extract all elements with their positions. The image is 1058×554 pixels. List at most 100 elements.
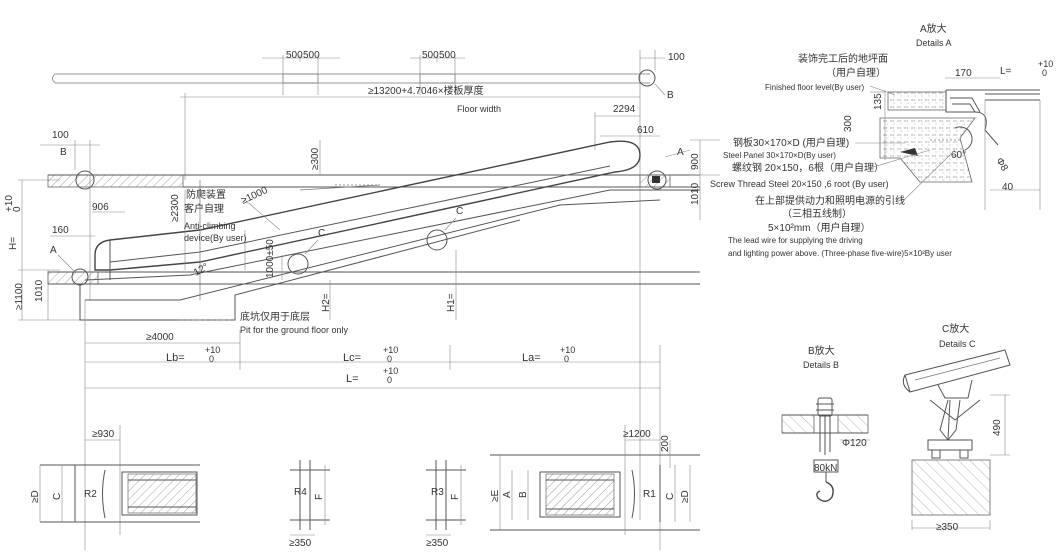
detail-a-title-en: Details A — [916, 38, 952, 48]
top-right-support — [638, 50, 666, 520]
plan-R4: R4 — [294, 487, 307, 498]
dim-2300: ≥2300 — [170, 194, 181, 222]
dim-1000pm50: 1000±50 — [265, 239, 276, 278]
tol-La-0: 0 — [564, 354, 569, 364]
tol-Lb-0: 0 — [209, 354, 214, 364]
detail-a-tol-plus10: +10 — [1038, 59, 1053, 69]
tol-L-0: 0 — [387, 375, 392, 385]
plan-D-right: ≥D — [680, 490, 691, 503]
dim-1100: ≥1100 — [14, 283, 25, 310]
marker-b-left: B — [60, 147, 67, 158]
tol-left-0: 0 — [12, 206, 23, 212]
inner-vertical-dims — [92, 140, 457, 320]
detail-a-dim-40: 40 — [1002, 182, 1014, 193]
dim-906: 906 — [92, 202, 109, 213]
detail-c-dim-350: ≥350 — [936, 522, 959, 533]
detail-b-dim-phi120: Φ120 — [842, 438, 867, 449]
plan-B: B — [518, 491, 529, 498]
detail-a-lead-cn-2: （三相五线制） — [782, 207, 852, 220]
dim-100-top: 100 — [668, 52, 685, 63]
detail-b-drawing — [781, 397, 870, 502]
plan-section-r4 — [290, 460, 330, 536]
detail-a-dim-phi8: Φ8 — [993, 156, 1010, 174]
floor-thickness-dim — [180, 93, 640, 180]
plan-F-right: F — [450, 494, 461, 500]
detail-b-load: 80kN — [814, 463, 837, 474]
dim-900: 900 — [690, 153, 701, 170]
dim-Lb: Lb= — [166, 352, 185, 364]
dim-2294: 2294 — [613, 104, 636, 115]
floor-width-label: Floor width — [457, 104, 501, 114]
tol-Lc-0: 0 — [387, 354, 392, 364]
dim-Lc: Lc= — [343, 352, 361, 364]
escalator-truss — [84, 140, 700, 301]
dim-4000: ≥4000 — [146, 332, 174, 343]
dim-1010-left: 1010 — [34, 279, 45, 302]
dim-350-b: ≥350 — [426, 538, 449, 549]
detail-a-floor-byuser: （用户自理） — [826, 66, 886, 79]
plan-C-left: C — [52, 493, 63, 500]
dim-1200: ≥1200 — [623, 429, 651, 440]
detail-a-lead-cn-1: 在上部提供动力和照明电源的引线 — [755, 194, 905, 207]
detail-a-dim-L: L= — [1000, 66, 1012, 77]
plan-R1: R1 — [643, 489, 656, 500]
detail-c-title-cn: C放大 — [942, 322, 969, 335]
dim-H2: H2= — [321, 293, 332, 312]
left-vertical-dims — [18, 179, 80, 321]
detail-a-drawing — [870, 77, 1041, 210]
dim-160: 160 — [52, 225, 69, 236]
dim-H1: H1= — [446, 293, 457, 312]
detail-a-angle-60: 60° — [951, 150, 966, 161]
dim-610: 610 — [637, 125, 654, 136]
marker-c-left: C — [318, 228, 325, 239]
pit-note-cn: 底坑仅用于底层 — [240, 310, 310, 323]
tol-left-plus10: +10 — [4, 195, 15, 212]
support-c-right — [426, 229, 448, 251]
detail-a-lead-cn-3: 5×10²mm（用户自理） — [768, 221, 871, 234]
dim-500-a: 500 — [286, 50, 303, 61]
detail-b-title-en: Details B — [803, 360, 839, 370]
dim-300: ≥300 — [310, 147, 321, 170]
dim-L: L= — [346, 373, 359, 385]
dim-500-c: 500 — [422, 50, 439, 61]
detail-c-drawing — [902, 349, 1011, 530]
detail-a-dim-135: 135 — [873, 93, 884, 110]
lower-floor-line — [47, 219, 700, 321]
detail-a-screw-en: Screw Thread Steel 20×150 ,6 root (By us… — [710, 179, 889, 189]
plan-A: A — [502, 491, 513, 498]
tol-Lb-plus10: +10 — [205, 345, 220, 355]
plan-R3: R3 — [431, 487, 444, 498]
plan-view-upper-end — [490, 425, 700, 535]
dim-500-b: 500 — [303, 50, 320, 61]
plan-section-r3 — [426, 460, 466, 536]
detail-c-dim-490: 490 — [992, 419, 1003, 436]
detail-b-title-cn: B放大 — [808, 344, 835, 357]
anti-climb-byuser-cn: 客户自理 — [184, 202, 224, 215]
plan-R2: R2 — [84, 489, 97, 500]
support-c-left — [287, 253, 309, 275]
plan-D-left: ≥D — [30, 490, 41, 503]
angle-12: 12° — [192, 262, 211, 279]
marker-a-left: A — [50, 245, 57, 256]
dim-1010-right: 1010 — [690, 182, 701, 205]
dim-H: H= — [8, 237, 19, 250]
dim-930: ≥930 — [92, 429, 115, 440]
detail-a-floor-cn: 装饰完工后的地坪面 — [798, 52, 888, 65]
plan-view-lower-end — [39, 425, 200, 535]
plan-F-left: F — [314, 494, 325, 500]
floor-thickness-label: ≥13200+4.7046×楼板厚度 — [368, 84, 484, 97]
anti-climb-en-1: Anti-climbing — [184, 221, 236, 231]
top-floor-slab — [52, 55, 650, 95]
dim-200: 200 — [660, 435, 671, 452]
anti-climb-cn: 防爬装置 — [186, 188, 226, 201]
detail-a-steel-en: Steel Panel 30×170×D(By user) — [723, 151, 836, 160]
dim-350-a: ≥350 — [289, 538, 312, 549]
upper-floor-line — [40, 140, 700, 300]
detail-a-dim-300: 300 — [843, 115, 854, 132]
dim-2294-line — [594, 112, 660, 150]
dim-100-left: 100 — [52, 130, 69, 141]
dim-500-d: 500 — [439, 50, 456, 61]
detail-a-dim-170: 170 — [955, 68, 972, 79]
tol-La-plus10: +10 — [560, 345, 575, 355]
